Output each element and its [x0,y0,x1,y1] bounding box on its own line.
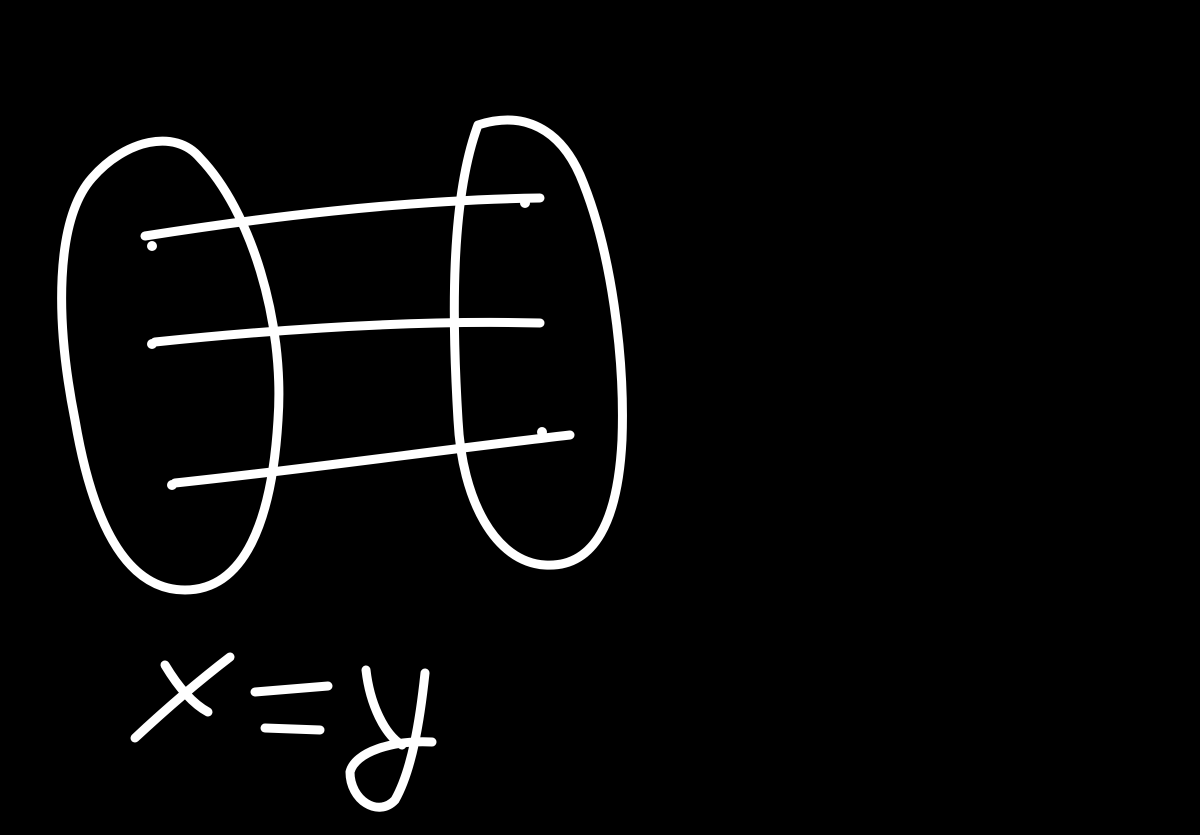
bijection-diagram [57,115,627,812]
left-mapping-line-2 [150,317,545,347]
left-dot-4 [167,480,177,490]
left-mapping-line-3 [170,430,575,488]
left-dot-2 [520,198,530,208]
left-dot-3 [147,339,157,349]
left-caption-handwriting [130,652,437,812]
left-dot-5 [537,427,547,437]
left-dot-1 [147,241,157,251]
left-domain-oval [57,136,284,595]
left-codomain-oval [449,115,627,570]
left-mapping-line-1 [140,193,545,241]
